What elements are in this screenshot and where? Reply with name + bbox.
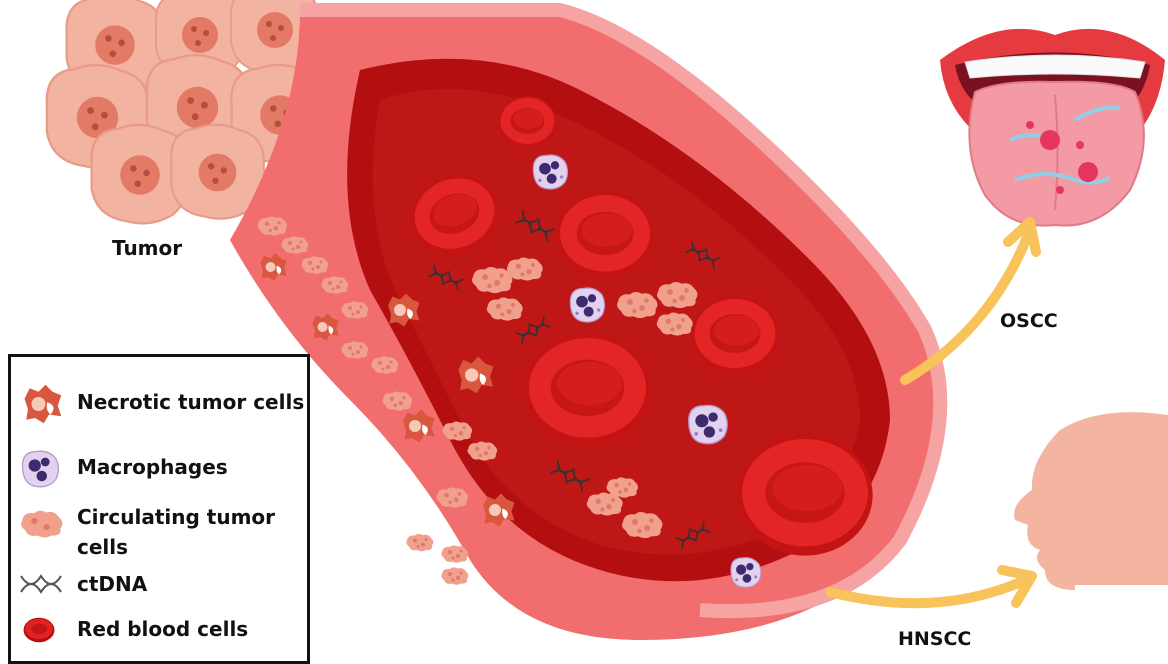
macrophage-icon bbox=[19, 448, 61, 490]
circulating-tumor-cell-icon bbox=[19, 508, 65, 540]
legend-label: Macrophages bbox=[77, 452, 228, 482]
rbc-4 bbox=[692, 296, 779, 374]
rbc-3 bbox=[557, 192, 654, 279]
legend-label: Necrotic tumor cells bbox=[77, 387, 304, 417]
red-blood-cell-icon bbox=[19, 614, 59, 646]
head-silhouette bbox=[1014, 412, 1168, 590]
ctdna-icon bbox=[19, 571, 63, 597]
tumor-label: Tumor bbox=[112, 236, 182, 260]
legend: Necrotic tumor cells Macrophages Circula… bbox=[8, 354, 310, 664]
legend-label: ctDNA bbox=[77, 569, 147, 599]
oscc-label: OSCC bbox=[1000, 310, 1058, 332]
legend-label: Red blood cells bbox=[77, 614, 248, 644]
hnscc-label: HNSCC bbox=[898, 628, 971, 650]
mouth-illustration bbox=[940, 29, 1165, 226]
rbc-1 bbox=[499, 96, 557, 148]
rbc-5 bbox=[525, 334, 651, 447]
rbc-6 bbox=[737, 434, 872, 555]
necrotic-tumor-cell-icon bbox=[19, 383, 65, 425]
legend-label: Circulating tumor cells bbox=[77, 502, 307, 562]
